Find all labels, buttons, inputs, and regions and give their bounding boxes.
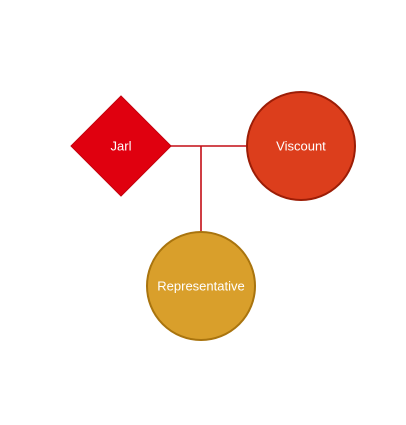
node-representative[interactable]: Representative [146,231,256,341]
node-viscount[interactable]: Viscount [246,91,356,201]
jarl-label: Jarl [111,139,132,154]
representative-circle-shape [146,231,256,341]
viscount-label: Viscount [276,139,326,154]
representative-label: Representative [157,279,244,294]
node-jarl[interactable]: Jarl [70,95,172,197]
jarl-diamond-shape [70,95,172,197]
viscount-circle-shape [246,91,356,201]
